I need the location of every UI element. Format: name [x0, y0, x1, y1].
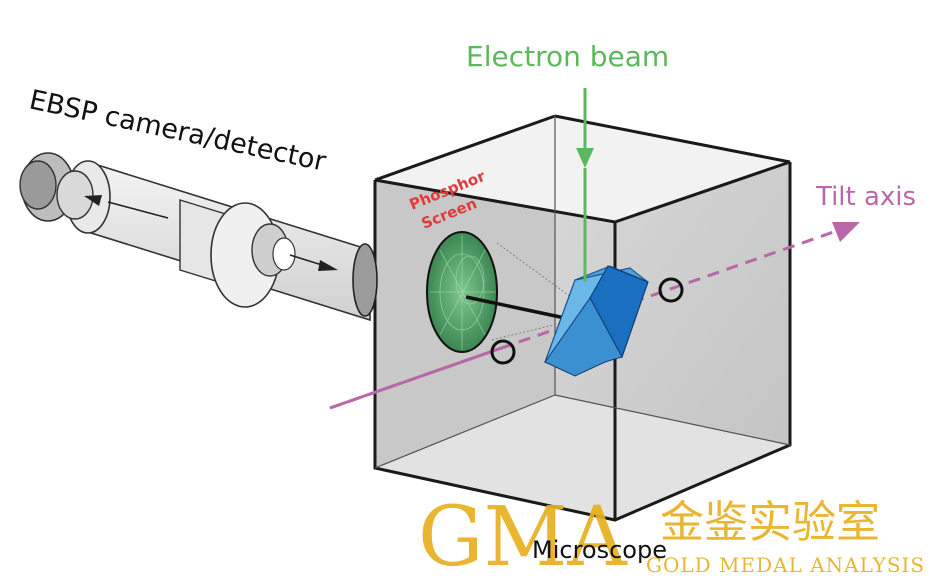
phosphor-screen: [426, 231, 576, 353]
electron-beam-label: Electron beam: [466, 40, 669, 73]
sample-specimen: [544, 265, 649, 377]
tilt-axis-label: Tilt axis: [815, 182, 916, 212]
microscope-label: Microscope: [532, 536, 667, 564]
watermark-chinese: 金鉴实验室: [660, 497, 880, 548]
watermark-english: GOLD MEDAL ANALYSIS: [646, 553, 925, 577]
watermark-logo: GMA 金鉴实验室 GOLD MEDAL ANALYSIS: [418, 490, 925, 584]
tilt-axis: [329, 222, 860, 410]
electron-beam: [576, 88, 594, 282]
axis-hole-left: [490, 339, 516, 365]
watermark-gma: GMA: [418, 490, 628, 584]
ebsp-camera-detector: [19, 152, 378, 322]
axis-hole-right: [658, 277, 684, 303]
chamber-box: [373, 114, 792, 522]
ebsp-camera-label: EBSP camera/detector: [27, 85, 330, 178]
